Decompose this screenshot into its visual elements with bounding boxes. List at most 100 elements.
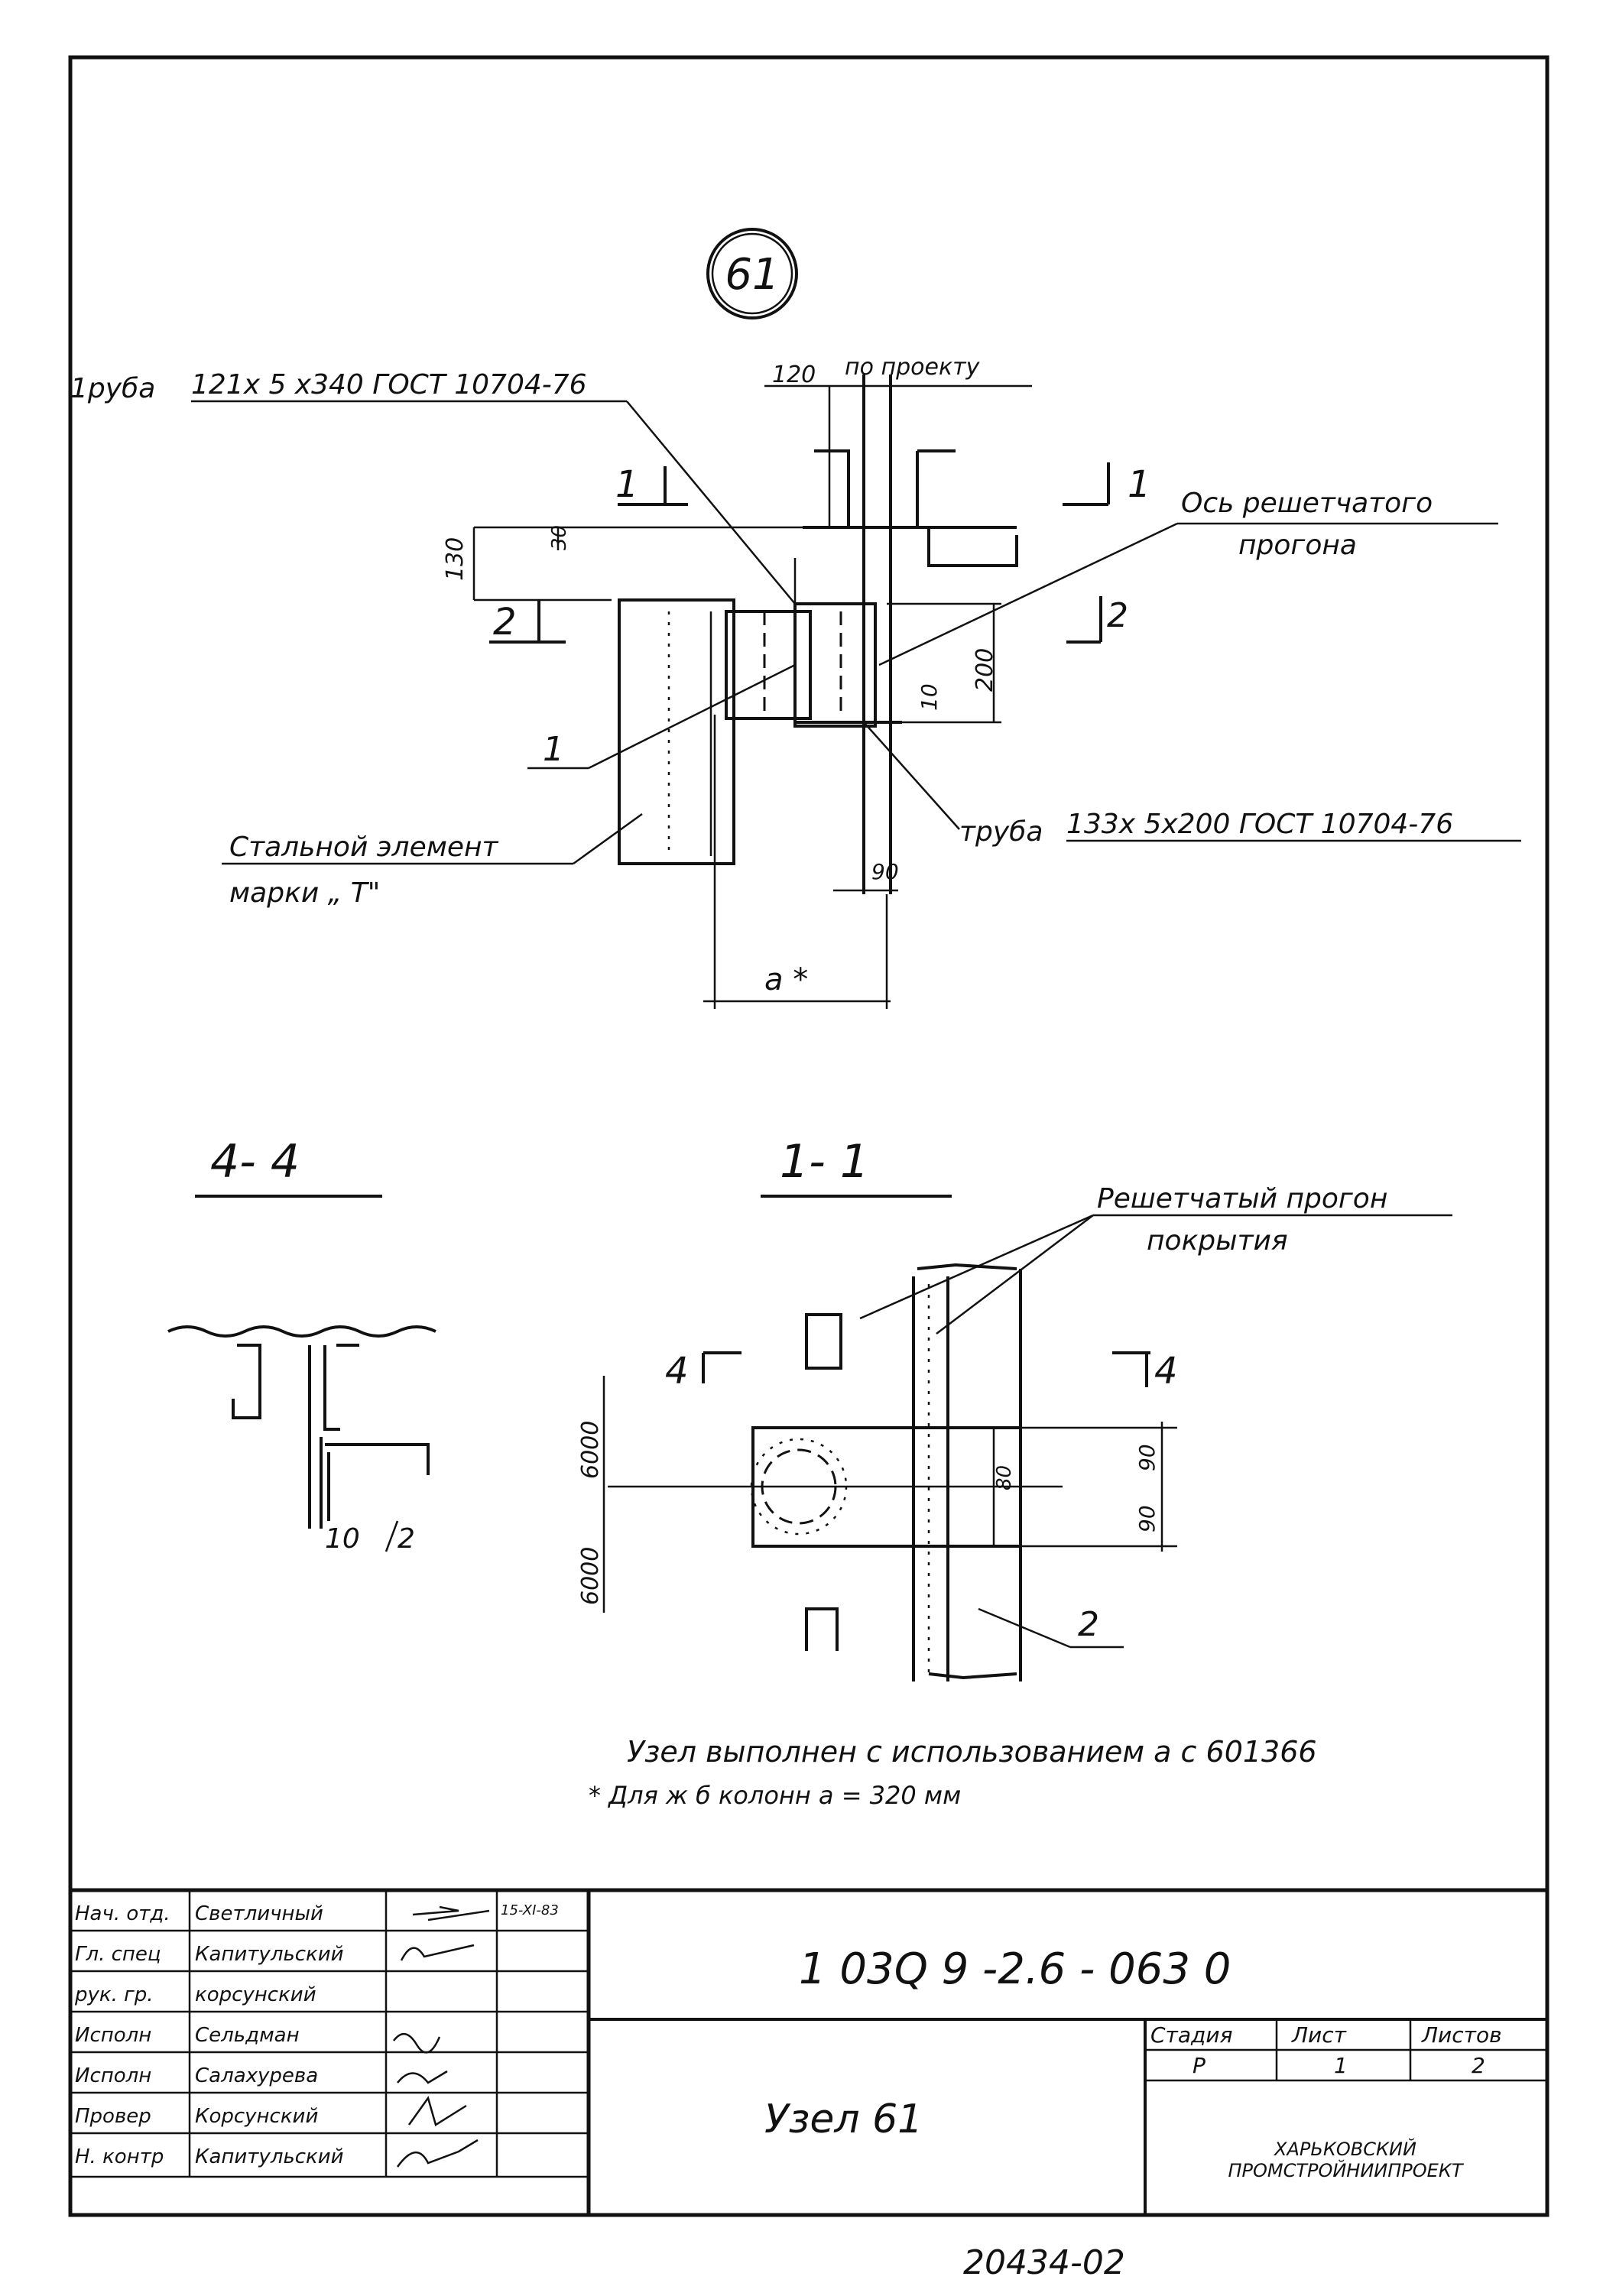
pipe-top-spec: 121х 5 х340 ГОСТ 10704-76 xyxy=(191,369,587,401)
dim-200: 200 xyxy=(972,648,998,692)
channel-right xyxy=(323,1344,359,1431)
dim-90a: 90 xyxy=(871,859,899,884)
section-1-1: 1- 1 Решетчатый прогон покрытия 4 4 6000 xyxy=(577,1135,1452,1681)
node-circle-inner xyxy=(711,232,793,315)
scribble xyxy=(397,2070,448,2084)
mark2-left: 2 xyxy=(493,601,517,644)
note-2: * Для ж б колонн а = 320 мм xyxy=(589,1781,961,1810)
small-channel-top xyxy=(805,1313,842,1370)
node-circle xyxy=(706,228,798,319)
pipe-top xyxy=(725,610,812,720)
purlin-label-1: Решетчатый прогон xyxy=(1097,1183,1387,1214)
title-block: Нач. отд. Светличный 15-XI-83 Гл. спец К… xyxy=(70,1888,1547,2215)
steel-label-1: Стальной элемент xyxy=(229,832,499,863)
axis-label-1: Ось решетчатого xyxy=(1181,488,1433,519)
scribble xyxy=(412,1905,490,1921)
note-1: Узел выполнен с использованием а с 60136… xyxy=(627,1735,1317,1769)
purlin-label-2: покрытия xyxy=(1147,1225,1288,1257)
pos1-leader xyxy=(588,663,796,770)
sig-date: 15-XI-83 xyxy=(501,1902,559,1918)
footer-number: 20434-02 xyxy=(963,2243,1125,2282)
pos1: 1 xyxy=(543,730,564,769)
top-wave xyxy=(917,1263,1017,1270)
mark4-left: 4 xyxy=(665,1350,689,1393)
sig-role: Н. контр xyxy=(75,2145,164,2168)
sig-name: Корсунский xyxy=(195,2105,318,2128)
dim-6000a: 6000 xyxy=(577,1421,604,1479)
section-4-4-title: 4- 4 xyxy=(210,1135,300,1189)
sig-name: Светличный xyxy=(195,1902,323,1925)
sig-name: Капитульский xyxy=(195,2145,344,2168)
dim-90c: 90 xyxy=(1134,1505,1160,1532)
sig-name: Салахурева xyxy=(195,2064,318,2087)
org-line-1: ХАРЬКОВСКИЙ xyxy=(1273,2138,1416,2160)
roof-sheet xyxy=(167,1325,436,1338)
pos2: 2 xyxy=(1078,1605,1099,1644)
sig-role: Гл. спец xyxy=(75,1943,161,1966)
sig-role: Исполн xyxy=(75,2024,151,2047)
node-number: 61 xyxy=(725,250,779,300)
signature-scribbles xyxy=(393,1905,490,2168)
bottom-wave xyxy=(928,1672,1017,1680)
dim-per-project: по проекту xyxy=(845,354,981,381)
scribble xyxy=(396,2139,479,2168)
axis-leader xyxy=(878,522,1178,666)
sig-name: Сельдман xyxy=(195,2024,300,2047)
dim-130: 130 xyxy=(442,537,469,581)
node-view: 61 1руба 121х 5 х340 ГОСТ 10704-76 120 п… xyxy=(70,228,1521,1009)
dim-80: 80 xyxy=(993,1465,1016,1490)
steel-leader xyxy=(573,812,643,865)
stage-label: Стадия xyxy=(1150,2022,1232,2048)
pipe-bottom-leader xyxy=(863,722,960,830)
signature-rows: Нач. отд. Светличный 15-XI-83 Гл. спец К… xyxy=(74,1902,559,2168)
section-4-4: 4- 4 10 2 xyxy=(167,1135,436,1555)
dim-90b: 90 xyxy=(1134,1444,1160,1471)
sig-name: корсунский xyxy=(195,1983,316,2006)
drawing-code: 1 03Q 9 -2.6 - 063 0 xyxy=(799,1944,1231,1994)
scribble xyxy=(393,2033,441,2054)
steel-label-2: марки „ Т" xyxy=(229,877,380,909)
sig-role: Исполн xyxy=(75,2064,151,2087)
sig-role: Провер xyxy=(75,2105,151,2128)
sig-name: Капитульский xyxy=(195,1943,344,1966)
sig-role: Нач. отд. xyxy=(75,1902,170,1925)
purlin-leader-2 xyxy=(936,1214,1094,1334)
mark1-left: 1 xyxy=(615,463,639,506)
small-channel-bottom xyxy=(805,1607,839,1651)
steel-element-t xyxy=(618,598,735,865)
sheets-label: Листов xyxy=(1421,2022,1502,2048)
dim-10b: 10 xyxy=(325,1523,360,1555)
pos2-small-slash xyxy=(385,1520,399,1552)
pipe-bottom-prefix: труба xyxy=(959,816,1043,848)
pos2-leader xyxy=(978,1607,1071,1649)
mark1-right: 1 xyxy=(1128,463,1151,506)
axis-label-2: прогона xyxy=(1238,530,1357,561)
pipe-bottom-spec: 133х 5х200 ГОСТ 10704-76 xyxy=(1066,809,1453,840)
purlin-angle xyxy=(325,1443,430,1521)
org-line-2: ПРОМСТРОЙНИИПРОЕКТ xyxy=(1228,2159,1464,2181)
dim-30: 30 xyxy=(548,525,571,550)
scribble xyxy=(400,1944,475,1961)
channel-left xyxy=(232,1344,261,1419)
sig-role: рук. гр. xyxy=(74,1983,154,2006)
sheet-value: 1 xyxy=(1334,2053,1348,2078)
scribble xyxy=(407,2096,467,2126)
dim-10a: 10 xyxy=(917,683,942,711)
dim-120: 120 xyxy=(772,362,816,388)
sheet-frame xyxy=(68,55,1549,2217)
purlin-chord xyxy=(803,526,1018,567)
pipe-top-prefix: 1руба xyxy=(70,373,155,404)
pos2-small: 2 xyxy=(398,1523,415,1555)
channel-top xyxy=(814,449,956,527)
dim-6000b: 6000 xyxy=(577,1547,604,1605)
stage-value: Р xyxy=(1193,2053,1206,2078)
sheet-label: Лист xyxy=(1291,2022,1347,2048)
drawing-title: Узел 61 xyxy=(764,2097,923,2142)
mark4-right: 4 xyxy=(1154,1350,1178,1393)
pipe-top-leader xyxy=(626,401,796,605)
sheets-value: 2 xyxy=(1472,2053,1485,2078)
dim-a-star: а * xyxy=(764,962,808,997)
mark2-right: 2 xyxy=(1107,596,1128,635)
